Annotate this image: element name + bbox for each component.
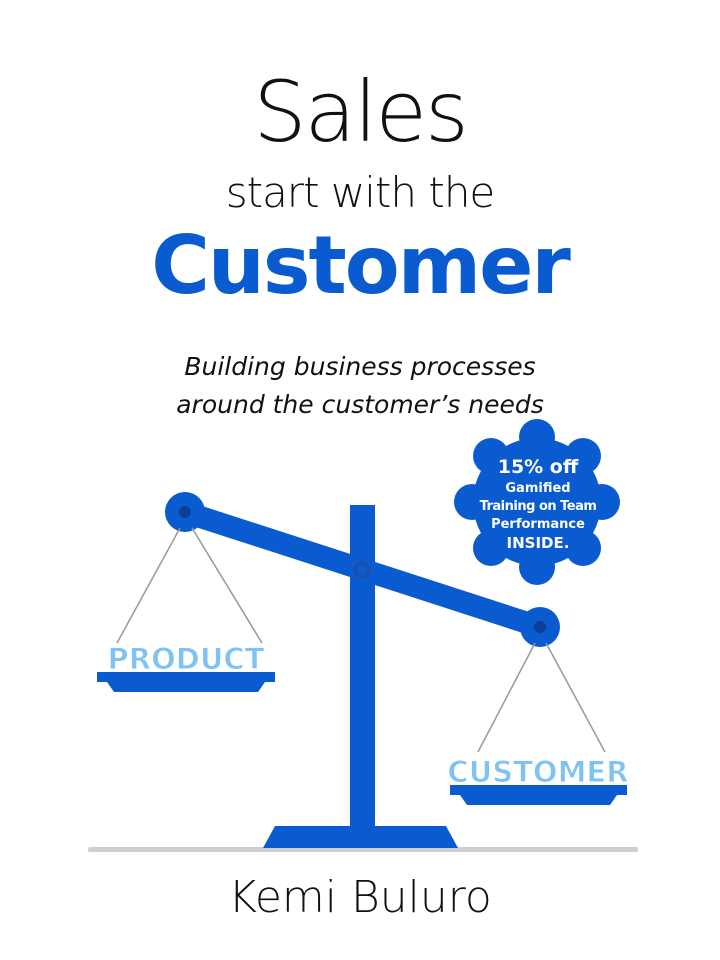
right-pan-top bbox=[450, 785, 627, 795]
title-start-with-the: start with the bbox=[225, 168, 496, 217]
right-string-a bbox=[477, 642, 536, 753]
badge-line-1: 15% off bbox=[498, 456, 579, 478]
subtitle-line-1: Building business processes bbox=[184, 352, 536, 381]
right-pan-bottom bbox=[460, 795, 617, 805]
subtitle-line-2: around the customer’s needs bbox=[176, 390, 544, 419]
author-name: Kemi Buluro bbox=[228, 872, 492, 923]
ground-line bbox=[88, 847, 638, 852]
right-string-b bbox=[545, 642, 606, 753]
badge-line-2: Gamified bbox=[505, 481, 570, 496]
right-pan-label: CUSTOMER bbox=[447, 755, 628, 789]
discount-badge: 15% off Gamified Training on Team Perfor… bbox=[454, 419, 620, 585]
badge-line-5: INSIDE. bbox=[507, 534, 570, 552]
left-string-b bbox=[191, 527, 263, 644]
scale-pivot bbox=[353, 561, 371, 579]
scale-beam bbox=[174, 501, 551, 638]
left-pan-bottom bbox=[107, 682, 265, 692]
badge-body bbox=[473, 438, 601, 566]
scale-pillar-top bbox=[356, 505, 368, 517]
title-sales: Sales bbox=[253, 63, 469, 161]
title-customer: Customer bbox=[151, 219, 571, 312]
left-pan-top bbox=[97, 672, 275, 682]
badge-line-3: Training on Team bbox=[480, 499, 597, 514]
left-pan-label: PRODUCT bbox=[108, 642, 265, 676]
subtitle: Building business processes around the c… bbox=[0, 348, 720, 424]
scale-pillar bbox=[350, 505, 375, 827]
left-knob-center bbox=[179, 506, 191, 518]
left-string-a bbox=[116, 527, 181, 644]
scale-base bbox=[263, 826, 458, 848]
right-knob-center bbox=[534, 621, 546, 633]
badge-line-4: Performance bbox=[491, 517, 585, 532]
